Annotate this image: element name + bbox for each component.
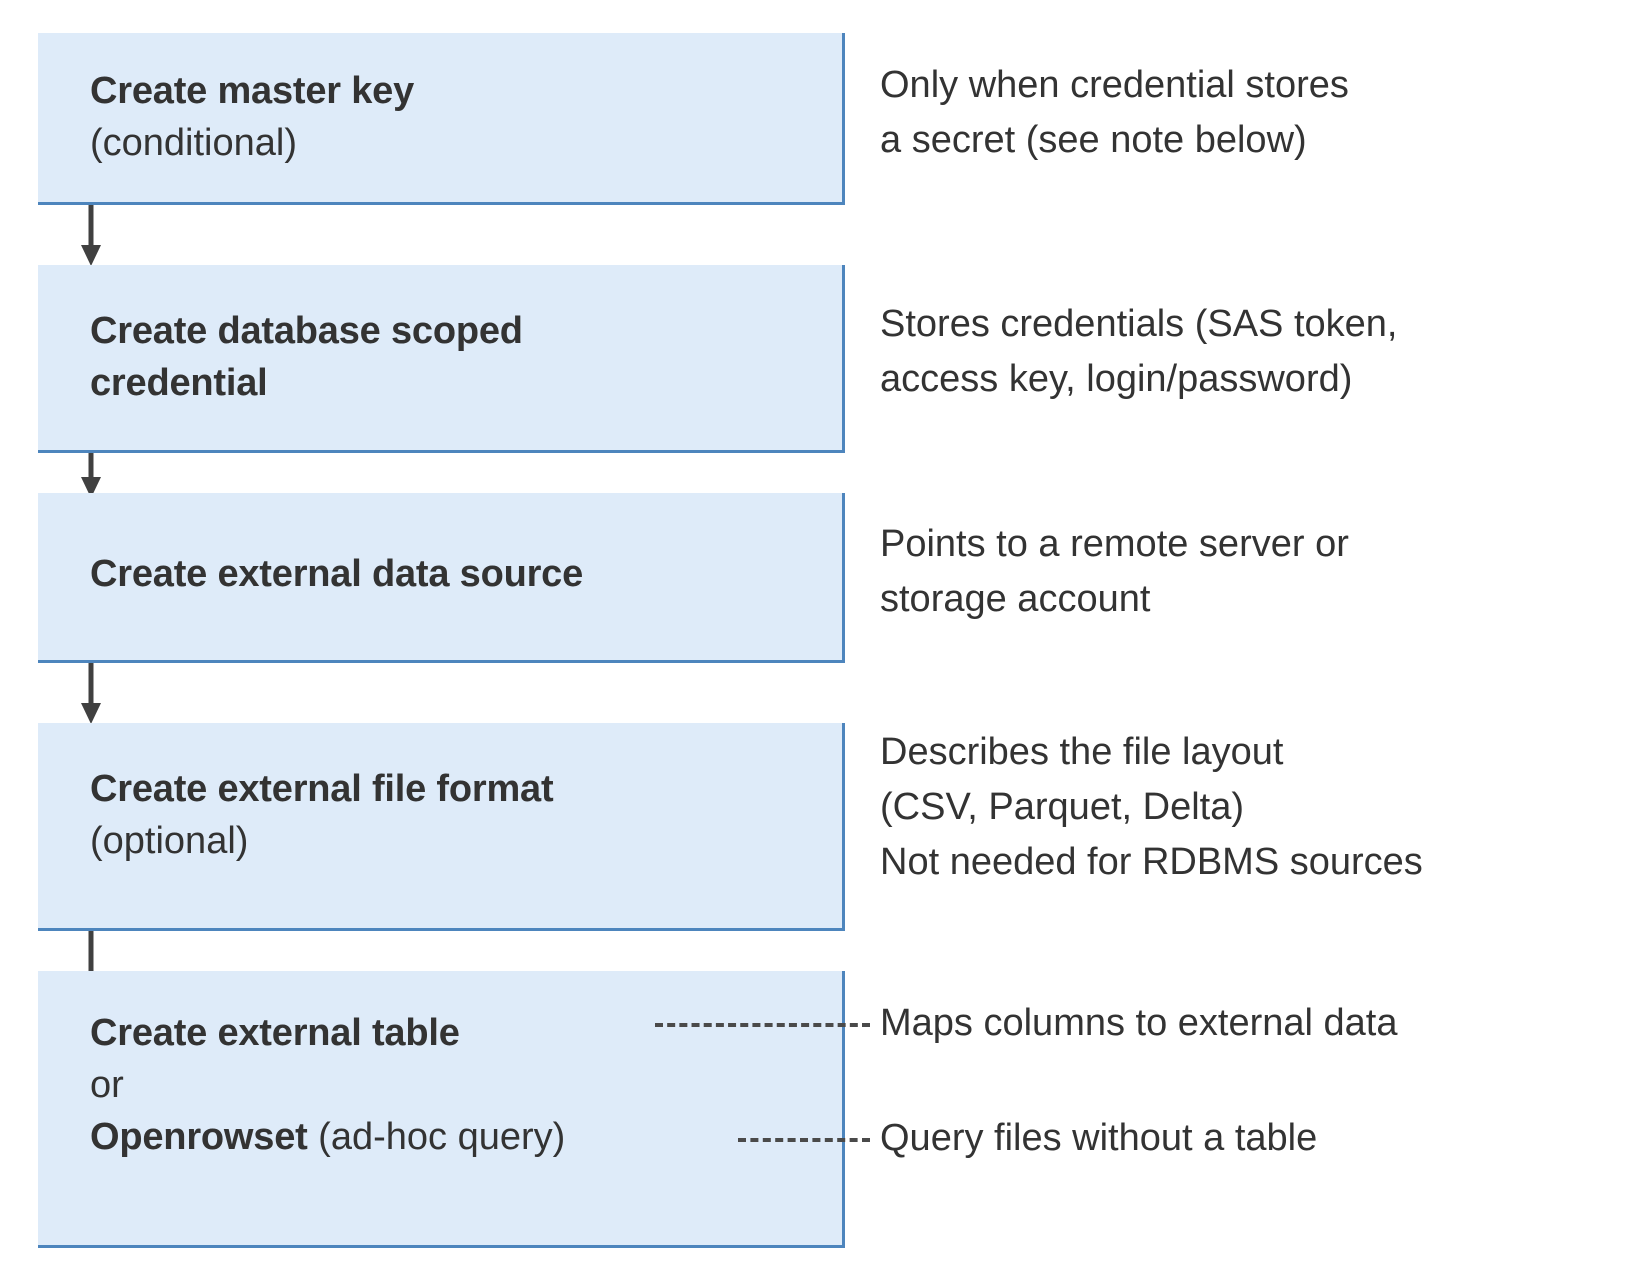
note-create-external-file-format: Describes the file layout (CSV, Parquet,… <box>880 731 1423 883</box>
step-title-openrowset-line: Openrowset (ad-hoc query) <box>90 1111 832 1163</box>
step-box-create-external-data-source[interactable]: Create external data source <box>38 493 845 663</box>
step-subtitle-create-master-key: (conditional) <box>90 122 297 164</box>
arrow-down-2 <box>81 453 101 498</box>
step-subtitle-create-external-file-format: (optional) <box>90 820 249 862</box>
note-create-external-data-source: Points to a remote server or storage acc… <box>880 523 1349 620</box>
step-title-create-external-table: Create external table <box>90 1012 460 1054</box>
note-openrowset: Query files without a table <box>880 1117 1318 1159</box>
note-create-external-table: Maps columns to external data <box>880 1002 1398 1044</box>
note-create-database-scoped-credential: Stores credentials (SAS token, access ke… <box>880 303 1398 400</box>
step-title-openrowset: Openrowset <box>90 1116 308 1158</box>
step-box-create-database-scoped-credential[interactable]: Create database scoped credential <box>38 265 845 453</box>
step-title-create-external-file-format: Create external file format <box>90 768 554 810</box>
step-title-create-master-key: Create master key <box>90 70 415 112</box>
note-create-master-key: Only when credential stores a secret (se… <box>880 64 1349 161</box>
step-or-label: or <box>90 1064 124 1106</box>
dashed-connector-external-table <box>655 1023 870 1027</box>
step-box-create-external-file-format[interactable]: Create external file format (optional) <box>38 723 845 931</box>
dashed-connector-openrowset <box>738 1138 870 1142</box>
step-box-create-master-key[interactable]: Create master key (conditional) <box>38 33 845 205</box>
arrow-down-1 <box>81 205 101 266</box>
step-title-create-database-scoped-credential: Create database scoped credential <box>90 310 523 404</box>
arrow-down-3 <box>81 663 101 724</box>
step-title-create-external-data-source: Create external data source <box>90 553 584 595</box>
step-box-create-external-table-or-openrowset[interactable]: Create external table or Openrowset (ad-… <box>38 971 845 1248</box>
step-subtitle-openrowset: (ad-hoc query) <box>307 1116 566 1158</box>
